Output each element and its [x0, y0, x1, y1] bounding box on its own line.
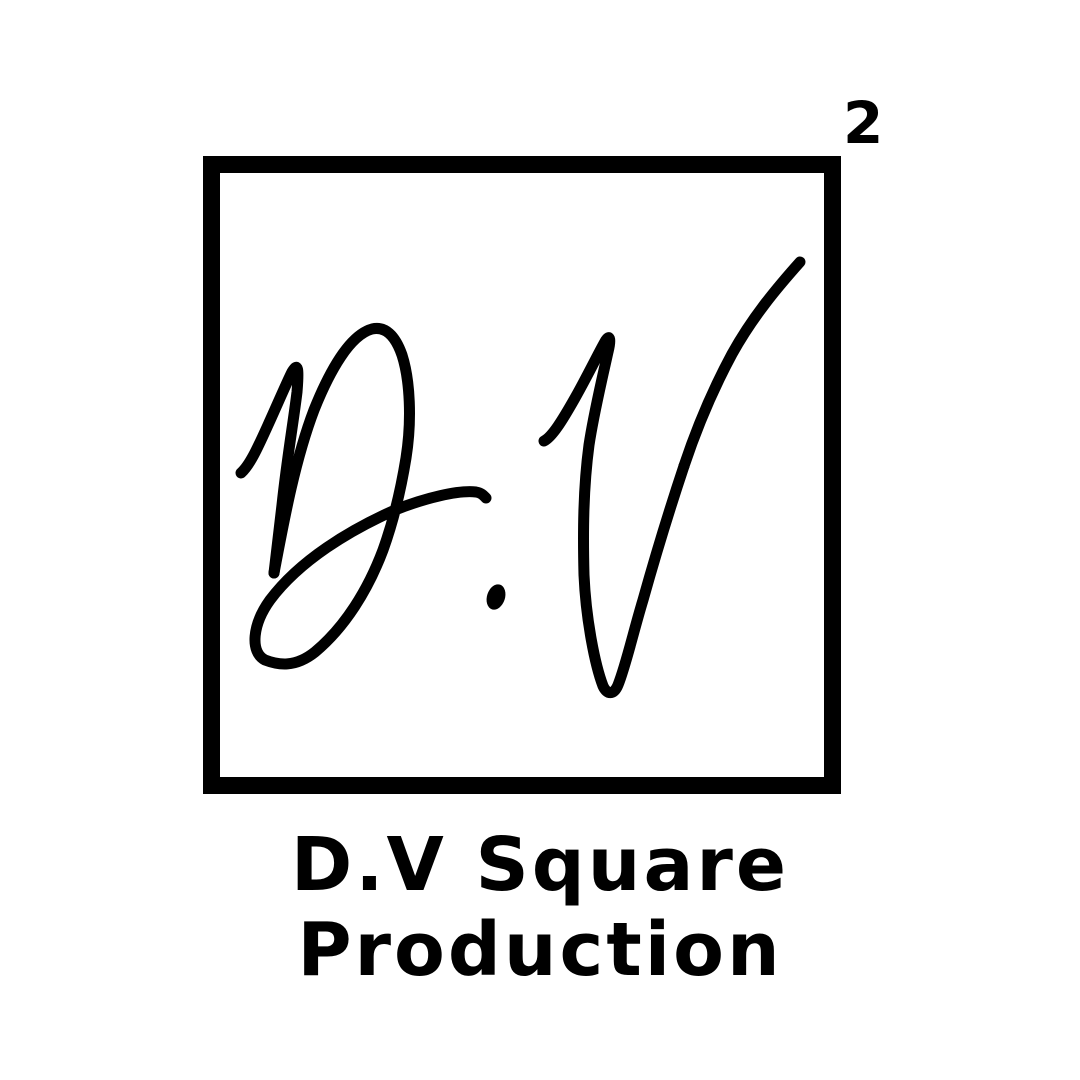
brand-name-line-1: D.V Square	[290, 822, 790, 908]
superscript-two: 2	[843, 89, 884, 157]
brand-name-line-2: Production	[297, 907, 783, 993]
square-frame	[203, 156, 841, 794]
